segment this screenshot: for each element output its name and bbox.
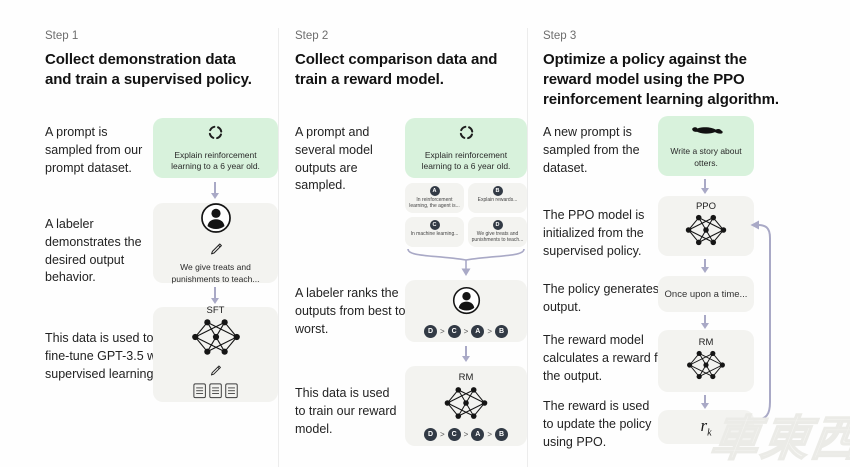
reward-value: rk [700,415,712,439]
step1-label: Step 1 [45,30,79,42]
step1-caption-finetune: This data is used to fine-tune GPT-3.5 w… [45,331,170,381]
otter-icon [688,123,724,143]
step3-caption-reward: The reward model calculates a reward for… [543,333,669,383]
neural-network-icon [440,386,492,425]
documents-icon [192,383,239,404]
model-outputs-grid: A In reinforcement learning, the agent i… [405,183,527,247]
pencil-icon [210,363,221,381]
pencil-icon [210,242,222,260]
output-c-badge: C [429,220,440,230]
step3-output-box: Once upon a time... [658,276,754,312]
arrow-down-icon [214,287,216,298]
arrow-down-icon [704,395,706,403]
output-b: B Explain rewards... [468,183,527,213]
step3-label: Step 3 [543,30,577,42]
step2-caption-ranks: A labeler ranks the outputs from best to… [295,286,406,336]
output-d: D We give treats and punishments to teac… [468,217,527,247]
sft-label: SFT [206,305,225,316]
neural-network-icon [683,350,729,385]
merge-arrow-icon [405,247,527,282]
ppo-label: PPO [695,201,717,212]
cycle-icon [458,124,475,146]
step2-caption-train: This data is used to train our reward mo… [295,386,397,436]
step2-prompt-box: Explain reinforcement learning to a 6 ye… [405,118,527,178]
output-a-badge: A [429,186,440,196]
step3-rm-box: RM [658,330,754,392]
step1-prompt-box: Explain reinforcement learning to a 6 ye… [153,118,278,178]
step1-caption-prompt: A prompt is sampled from our prompt data… [45,125,143,175]
step3-reward-box: rk [658,410,754,444]
output-c: C In machine learning... [405,217,464,247]
prompt-text: Explain reinforcement learning to a 6 ye… [421,149,511,171]
output-d-badge: D [492,220,503,230]
rm-label: RM [458,371,474,383]
neural-network-icon [188,318,244,361]
step2-rank-box: D > C > A > B [405,280,527,342]
rm-label: RM [698,337,714,348]
step2-caption-sampled: A prompt and several model outputs are s… [295,125,373,193]
step2-heading: Collect comparison data and train a rewa… [295,51,498,88]
column-divider [278,28,279,467]
watermark: 車東西 [707,412,850,467]
labeler-person-icon [199,201,233,240]
arrow-down-icon [704,179,706,188]
output-a: A In reinforcement learning, the agent i… [405,183,464,213]
column-divider [527,28,528,467]
step3-caption-prompt: A new prompt is sampled from the dataset… [543,125,640,175]
demo-text: We give treats and punishments to teach.… [171,262,260,284]
step2-rm-box: RM D > C > A > B [405,366,527,446]
feedback-loop-arrow-icon [747,216,787,433]
arrow-down-icon [704,315,706,323]
step3-caption-init: The PPO model is initialized from the su… [543,208,645,258]
step3-ppo-box: PPO [658,196,754,256]
cycle-icon [207,124,224,146]
step3-caption-output: The policy generates an output. [543,282,677,314]
step1-sft-box: SFT [153,305,278,404]
arrow-down-icon [465,346,467,356]
step3-caption-update: The reward is used to update the policy … [543,399,652,449]
neural-network-icon [682,214,730,251]
labeler-person-icon [451,285,482,321]
arrow-down-icon [704,259,706,267]
output-b-badge: B [492,186,503,196]
step1-caption-labeler: A labeler demonstrates the desired outpu… [45,217,142,285]
step1-demo-box: We give treats and punishments to teach.… [153,201,278,284]
step1-heading: Collect demonstration data and train a s… [45,51,252,88]
ranking: D > C > A > B [423,427,508,441]
arrow-down-icon [214,182,216,193]
prompt-text: Explain reinforcement learning to a 6 ye… [171,149,260,171]
ranking: D > C > A > B [423,324,508,338]
output-text: Once upon a time... [664,288,748,300]
step2-label: Step 2 [295,30,329,42]
prompt-text: Write a story about otters. [670,146,742,168]
step3-prompt-box: Write a story about otters. [658,116,754,176]
step3-heading: Optimize a policy against the reward mod… [543,51,779,108]
